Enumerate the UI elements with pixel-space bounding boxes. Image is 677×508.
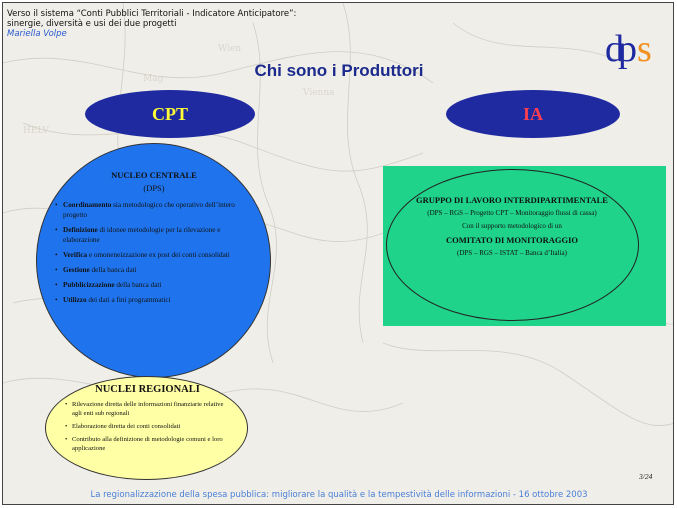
nucleo-centrale-subtitle: (DPS) <box>143 183 165 193</box>
gruppo-support: Con il supporto metodologico di un <box>462 222 562 230</box>
list-item: Verifica e omoneneizzazione ex post dei … <box>55 250 253 260</box>
ia-ellipse: IA <box>446 90 620 138</box>
gruppo-title: GRUPPO DI LAVORO INTERDIPARTIMENTALE <box>416 195 608 205</box>
gruppo-members: (DPS – RGS – Progetto CPT – Monitoraggio… <box>427 209 597 217</box>
list-item: Pubblicizzazione della banca dati <box>55 280 253 290</box>
cpt-ellipse: CPT <box>85 90 255 138</box>
svg-text:Vienna: Vienna <box>302 88 335 98</box>
slide-footer: La regionalizzazione della spesa pubblic… <box>90 490 588 500</box>
nucleo-centrale-circle <box>36 143 271 378</box>
svg-text:Mag: Mag <box>143 74 164 84</box>
cpt-label: CPT <box>152 103 188 124</box>
page-number: 3/24 <box>639 472 653 481</box>
svg-text:s: s <box>637 28 652 70</box>
slide-title: Chi sono i Produttori <box>254 61 424 80</box>
header-line-2: sinergie, diversità e usi dei due proget… <box>7 19 177 29</box>
nucleo-centrale-list: Coordinamento sia metodologico che opera… <box>55 200 253 305</box>
list-item: Contributo alla definizione di metodolog… <box>65 435 230 453</box>
svg-text:HELV: HELV <box>23 126 49 136</box>
list-item: Elaborazione diretta dei conti consolida… <box>65 422 230 431</box>
comitato-title: COMITATO DI MONITORAGGIO <box>445 235 579 245</box>
nuclei-regionali-text: NUCLEI REGIONALI Rilevazione diretta del… <box>65 384 230 457</box>
gruppo-lavoro-text: GRUPPO DI LAVORO INTERDIPARTIMENTALE (DP… <box>403 195 621 262</box>
nuclei-regionali-list: Rilevazione diretta delle informazioni f… <box>65 400 230 453</box>
nuclei-regionali-title: NUCLEI REGIONALI <box>95 384 200 395</box>
svg-text:Wien: Wien <box>218 44 241 54</box>
header-line-1: Verso il sistema “Conti Pubblici Territo… <box>7 9 297 19</box>
slide-header: Verso il sistema “Conti Pubblici Territo… <box>7 9 296 39</box>
nucleo-centrale-text: NUCLEO CENTRALE (DPS) Coordinamento sia … <box>55 170 253 310</box>
author-name: Mariella Volpe <box>7 29 67 39</box>
list-item: Gestione della banca dati <box>55 265 253 275</box>
dps-logo: dp s <box>605 28 652 70</box>
ia-green-ellipse <box>386 169 639 321</box>
nucleo-centrale-title: NUCLEO CENTRALE <box>111 170 197 180</box>
list-item: Coordinamento sia metodologico che opera… <box>55 200 253 220</box>
list-item: Utilizzo dei dati a fini programmatici <box>55 295 253 305</box>
list-item: Definizione di idonee metodologie per la… <box>55 225 253 245</box>
list-item: Rilevazione diretta delle informazioni f… <box>65 400 230 418</box>
ia-label: IA <box>522 103 543 124</box>
comitato-members: (DPS – RGS – ISTAT – Banca d’Italia) <box>457 249 567 257</box>
